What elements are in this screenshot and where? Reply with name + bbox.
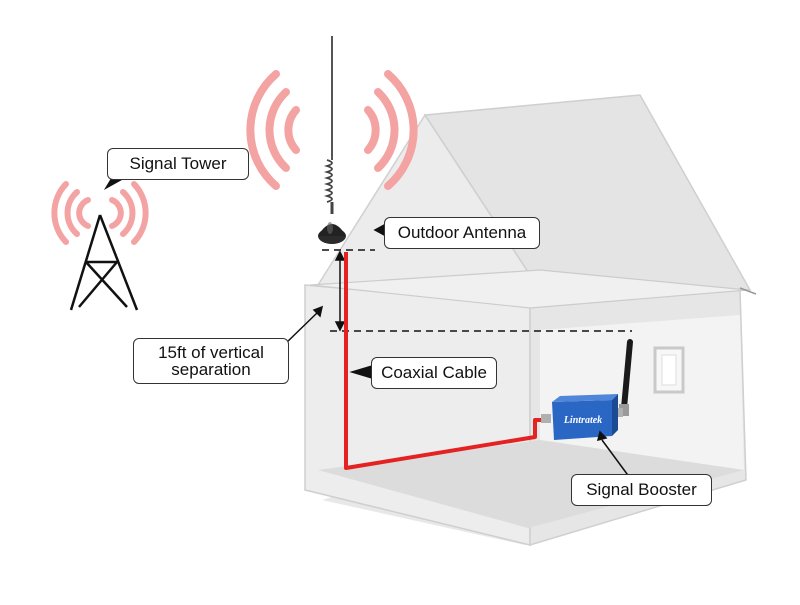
signal-tower [69, 214, 139, 311]
signal-tower-label: Signal Tower [107, 148, 249, 180]
window [653, 346, 685, 394]
coaxial-cable-label: Coaxial Cable [371, 357, 497, 389]
signal-booster-label: Signal Booster [571, 474, 712, 506]
outdoor-antenna-label: Outdoor Antenna [384, 217, 540, 249]
antenna-signal-waves [246, 70, 418, 190]
signal-booster-device: Lintratek [541, 339, 633, 440]
booster-brand-text: Lintratek [563, 415, 602, 426]
vertical-separation-label-line2: separation [171, 360, 251, 379]
separation-guides [322, 249, 632, 332]
separation-arrow [334, 250, 346, 332]
outdoor-antenna [318, 36, 346, 244]
coaxial-cable [344, 252, 548, 470]
vertical-separation-label: 15ft of vertical separation [133, 338, 289, 384]
vertical-separation-label-line1: 15ft of vertical [158, 343, 264, 362]
tower-signal-waves [51, 181, 149, 245]
